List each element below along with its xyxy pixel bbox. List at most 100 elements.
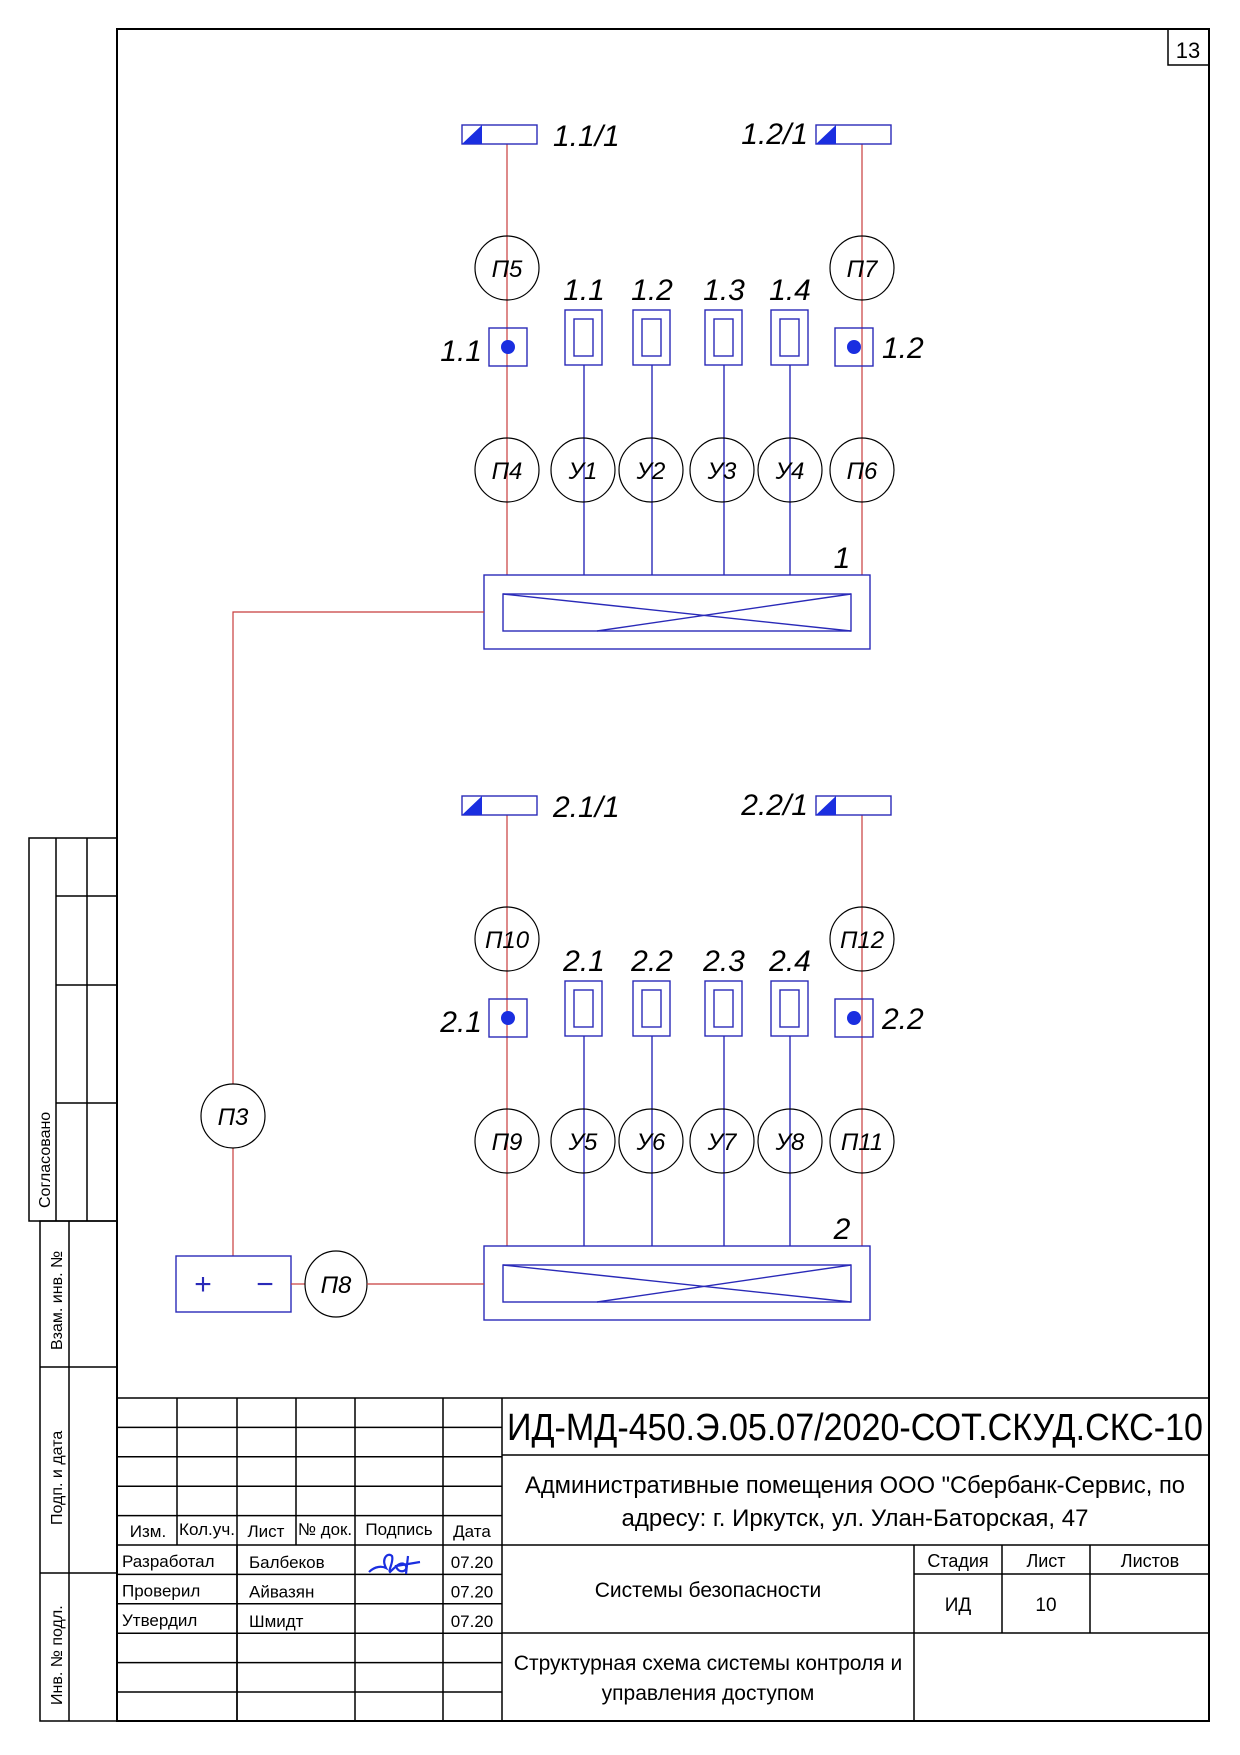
controller-inner [502, 593, 852, 632]
node-p8-label: П8 [321, 1272, 352, 1299]
header-izm: Изм. [130, 1522, 166, 1541]
stamp-sign-date: Подп. и дата [49, 1431, 66, 1525]
section-name: Системы безопасности [595, 1579, 822, 1602]
controller-cross [502, 1264, 852, 1303]
reader-label: 2.2 [881, 1003, 924, 1036]
device-inner [641, 318, 662, 357]
node-circle [618, 1108, 684, 1174]
device-box [632, 309, 671, 366]
header-sign: Подпись [365, 1520, 432, 1539]
title-block-grid [117, 1397, 1209, 1721]
flag-label: 1.2/1 [741, 118, 808, 151]
node-label: П12 [840, 927, 884, 954]
stamp-orig-inv: Инв. № подл. [49, 1605, 66, 1705]
sheets-header: Листов [1121, 1551, 1179, 1571]
header-date: Дата [453, 1522, 491, 1541]
stamp-agreed: Согласовано [37, 1112, 54, 1208]
controller-cross [596, 1264, 852, 1303]
side-stamps [28, 837, 118, 1722]
device-label: 2.4 [768, 945, 811, 978]
flag-right [815, 795, 892, 816]
node-label: П10 [485, 927, 530, 954]
power-supply: П3 + − П8 [175, 611, 484, 1318]
stage-header: Стадия [927, 1551, 988, 1571]
node-label: П11 [841, 1129, 883, 1156]
node-label: П4 [492, 458, 523, 485]
reader-label: 1.2 [882, 332, 924, 365]
reader-indicator-icon [847, 1011, 861, 1025]
node-circle [474, 906, 540, 972]
node-circle [550, 1108, 616, 1174]
controller-box [483, 1245, 871, 1321]
node-circle [757, 437, 823, 503]
flag-label: 1.1/1 [553, 120, 620, 153]
device-label: 1.4 [769, 274, 811, 307]
node-label: П6 [847, 458, 878, 485]
node-label: У6 [636, 1129, 666, 1156]
node-circle [618, 437, 684, 503]
controller-cross [502, 593, 852, 632]
controller-cross [596, 593, 852, 632]
device-label: 1.3 [703, 274, 745, 307]
header-list: Лист [248, 1522, 285, 1541]
sheet-title-line1: Структурная схема системы контроля и [514, 1652, 902, 1675]
node-circle [829, 906, 895, 972]
flag-right-marker [816, 796, 836, 815]
node-circle [474, 437, 540, 503]
reader-label: 1.1 [440, 335, 482, 368]
person-date: 07.20 [451, 1612, 494, 1631]
node-circle [474, 235, 540, 301]
flag-left-marker [462, 125, 482, 144]
node-p3-label: П3 [218, 1104, 249, 1131]
device-box [704, 309, 743, 366]
node-circle [474, 1108, 540, 1174]
sheet-number-box [1167, 28, 1210, 66]
sheet-title-line2: управления доступом [602, 1682, 815, 1705]
person-name: Айвазян [249, 1582, 314, 1601]
node-label: У4 [775, 458, 805, 485]
device-inner [641, 989, 662, 1028]
node-label: У3 [707, 458, 737, 485]
node-label: П5 [492, 256, 523, 283]
address-line1: Административные помещения ООО "Сбербанк… [525, 1472, 1185, 1499]
reader-indicator-icon [501, 1011, 515, 1025]
controller-label: 1 [834, 542, 851, 575]
node-p3 [200, 1083, 266, 1149]
reader-box [834, 998, 874, 1038]
flag-left [461, 795, 538, 816]
node-label: П9 [492, 1129, 523, 1156]
device-label: 1.2 [631, 274, 673, 307]
sheet-number: 13 [1176, 38, 1200, 63]
controller-label: 2 [833, 1213, 851, 1246]
flag-label: 2.1/1 [552, 791, 620, 824]
node-circle [550, 437, 616, 503]
address-line2: адресу: г. Иркутск, ул. Улан-Баторская, … [622, 1505, 1089, 1532]
flag-right-marker [816, 125, 836, 144]
header-doc: № док. [298, 1520, 352, 1539]
battery-minus: − [256, 1268, 274, 1301]
flag-label: 2.2/1 [740, 789, 808, 822]
reader-box [488, 998, 528, 1038]
node-label: П7 [847, 256, 879, 283]
node-circle [689, 1108, 755, 1174]
device-label: 2.2 [630, 945, 673, 978]
node-label: У2 [636, 458, 666, 485]
node-label: У5 [568, 1129, 598, 1156]
node-circle [829, 1108, 895, 1174]
reader-indicator-icon [501, 340, 515, 354]
person-role: Утвердил [122, 1611, 197, 1630]
device-inner [779, 318, 800, 357]
device-box [632, 980, 671, 1037]
person-name: Шмидт [249, 1612, 304, 1631]
device-inner [713, 318, 734, 357]
device-box [770, 309, 809, 366]
stamp-replaced-inv: Взам. инв. № [49, 1251, 66, 1350]
device-box [564, 980, 603, 1037]
flag-right [815, 124, 892, 145]
node-circle [757, 1108, 823, 1174]
device-inner [779, 989, 800, 1028]
